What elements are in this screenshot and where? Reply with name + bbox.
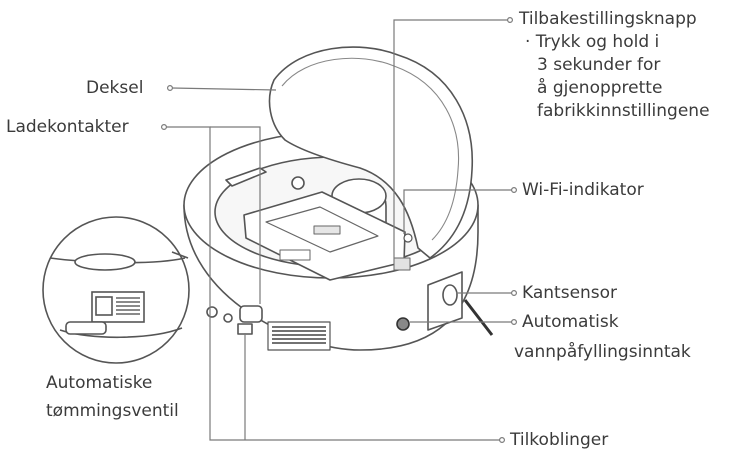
front-vent-slats — [272, 326, 326, 344]
label-tilbakestillingsknapp: Tilbakestillingsknapp — [519, 9, 697, 29]
open-lid-inner — [281, 57, 460, 241]
inset-wheel — [65, 321, 107, 335]
inset-connector — [171, 251, 189, 259]
hinge-knob-left — [291, 176, 305, 190]
dust-tray-detail — [265, 206, 379, 253]
inset-valve — [95, 296, 113, 316]
front-port-1 — [206, 306, 218, 318]
inset-circle — [42, 216, 190, 364]
robot-vacuum-illustration — [183, 46, 494, 351]
label-kantsensor: Kantsensor — [522, 283, 618, 303]
label-vannpafylling-line2: vannpåfyllingsinntak — [514, 342, 691, 362]
front-vent — [267, 321, 331, 351]
tray-handle — [279, 249, 311, 261]
label-vannpafylling-line1: Automatisk — [522, 312, 619, 332]
label-tomming-line1: Automatiske — [46, 373, 153, 393]
wifi-led — [403, 233, 413, 243]
label-reset-line4: fabrikkinnstillingene — [537, 101, 710, 121]
connector-port — [237, 323, 253, 335]
lid-hinge-left — [225, 167, 267, 187]
inset-magnifier — [42, 216, 190, 364]
label-deksel: Deksel — [86, 78, 144, 98]
charging-contact — [239, 305, 263, 323]
inset-lidar — [74, 253, 136, 271]
label-tomming-line2: tømmingsventil — [46, 401, 179, 421]
label-reset-line2: 3 sekunder for — [537, 55, 661, 75]
label-reset-line3: å gjenopprette — [537, 78, 663, 98]
label-ladekontakter: Ladekontakter — [6, 117, 129, 137]
front-port-2 — [223, 313, 233, 323]
callout-lines — [161, 17, 518, 444]
tray-slot — [313, 225, 341, 235]
side-brush — [463, 299, 494, 336]
water-inlet — [396, 317, 410, 331]
open-lid — [268, 46, 474, 259]
label-wifi-indikator: Wi-Fi-indikator — [522, 180, 644, 200]
inset-vent-slats — [116, 297, 140, 315]
label-reset-line1: · Trykk og hold i — [525, 32, 660, 52]
label-tilkoblinger: Tilkoblinger — [510, 430, 609, 450]
reset-button — [393, 257, 411, 271]
edge-sensor — [442, 284, 458, 306]
